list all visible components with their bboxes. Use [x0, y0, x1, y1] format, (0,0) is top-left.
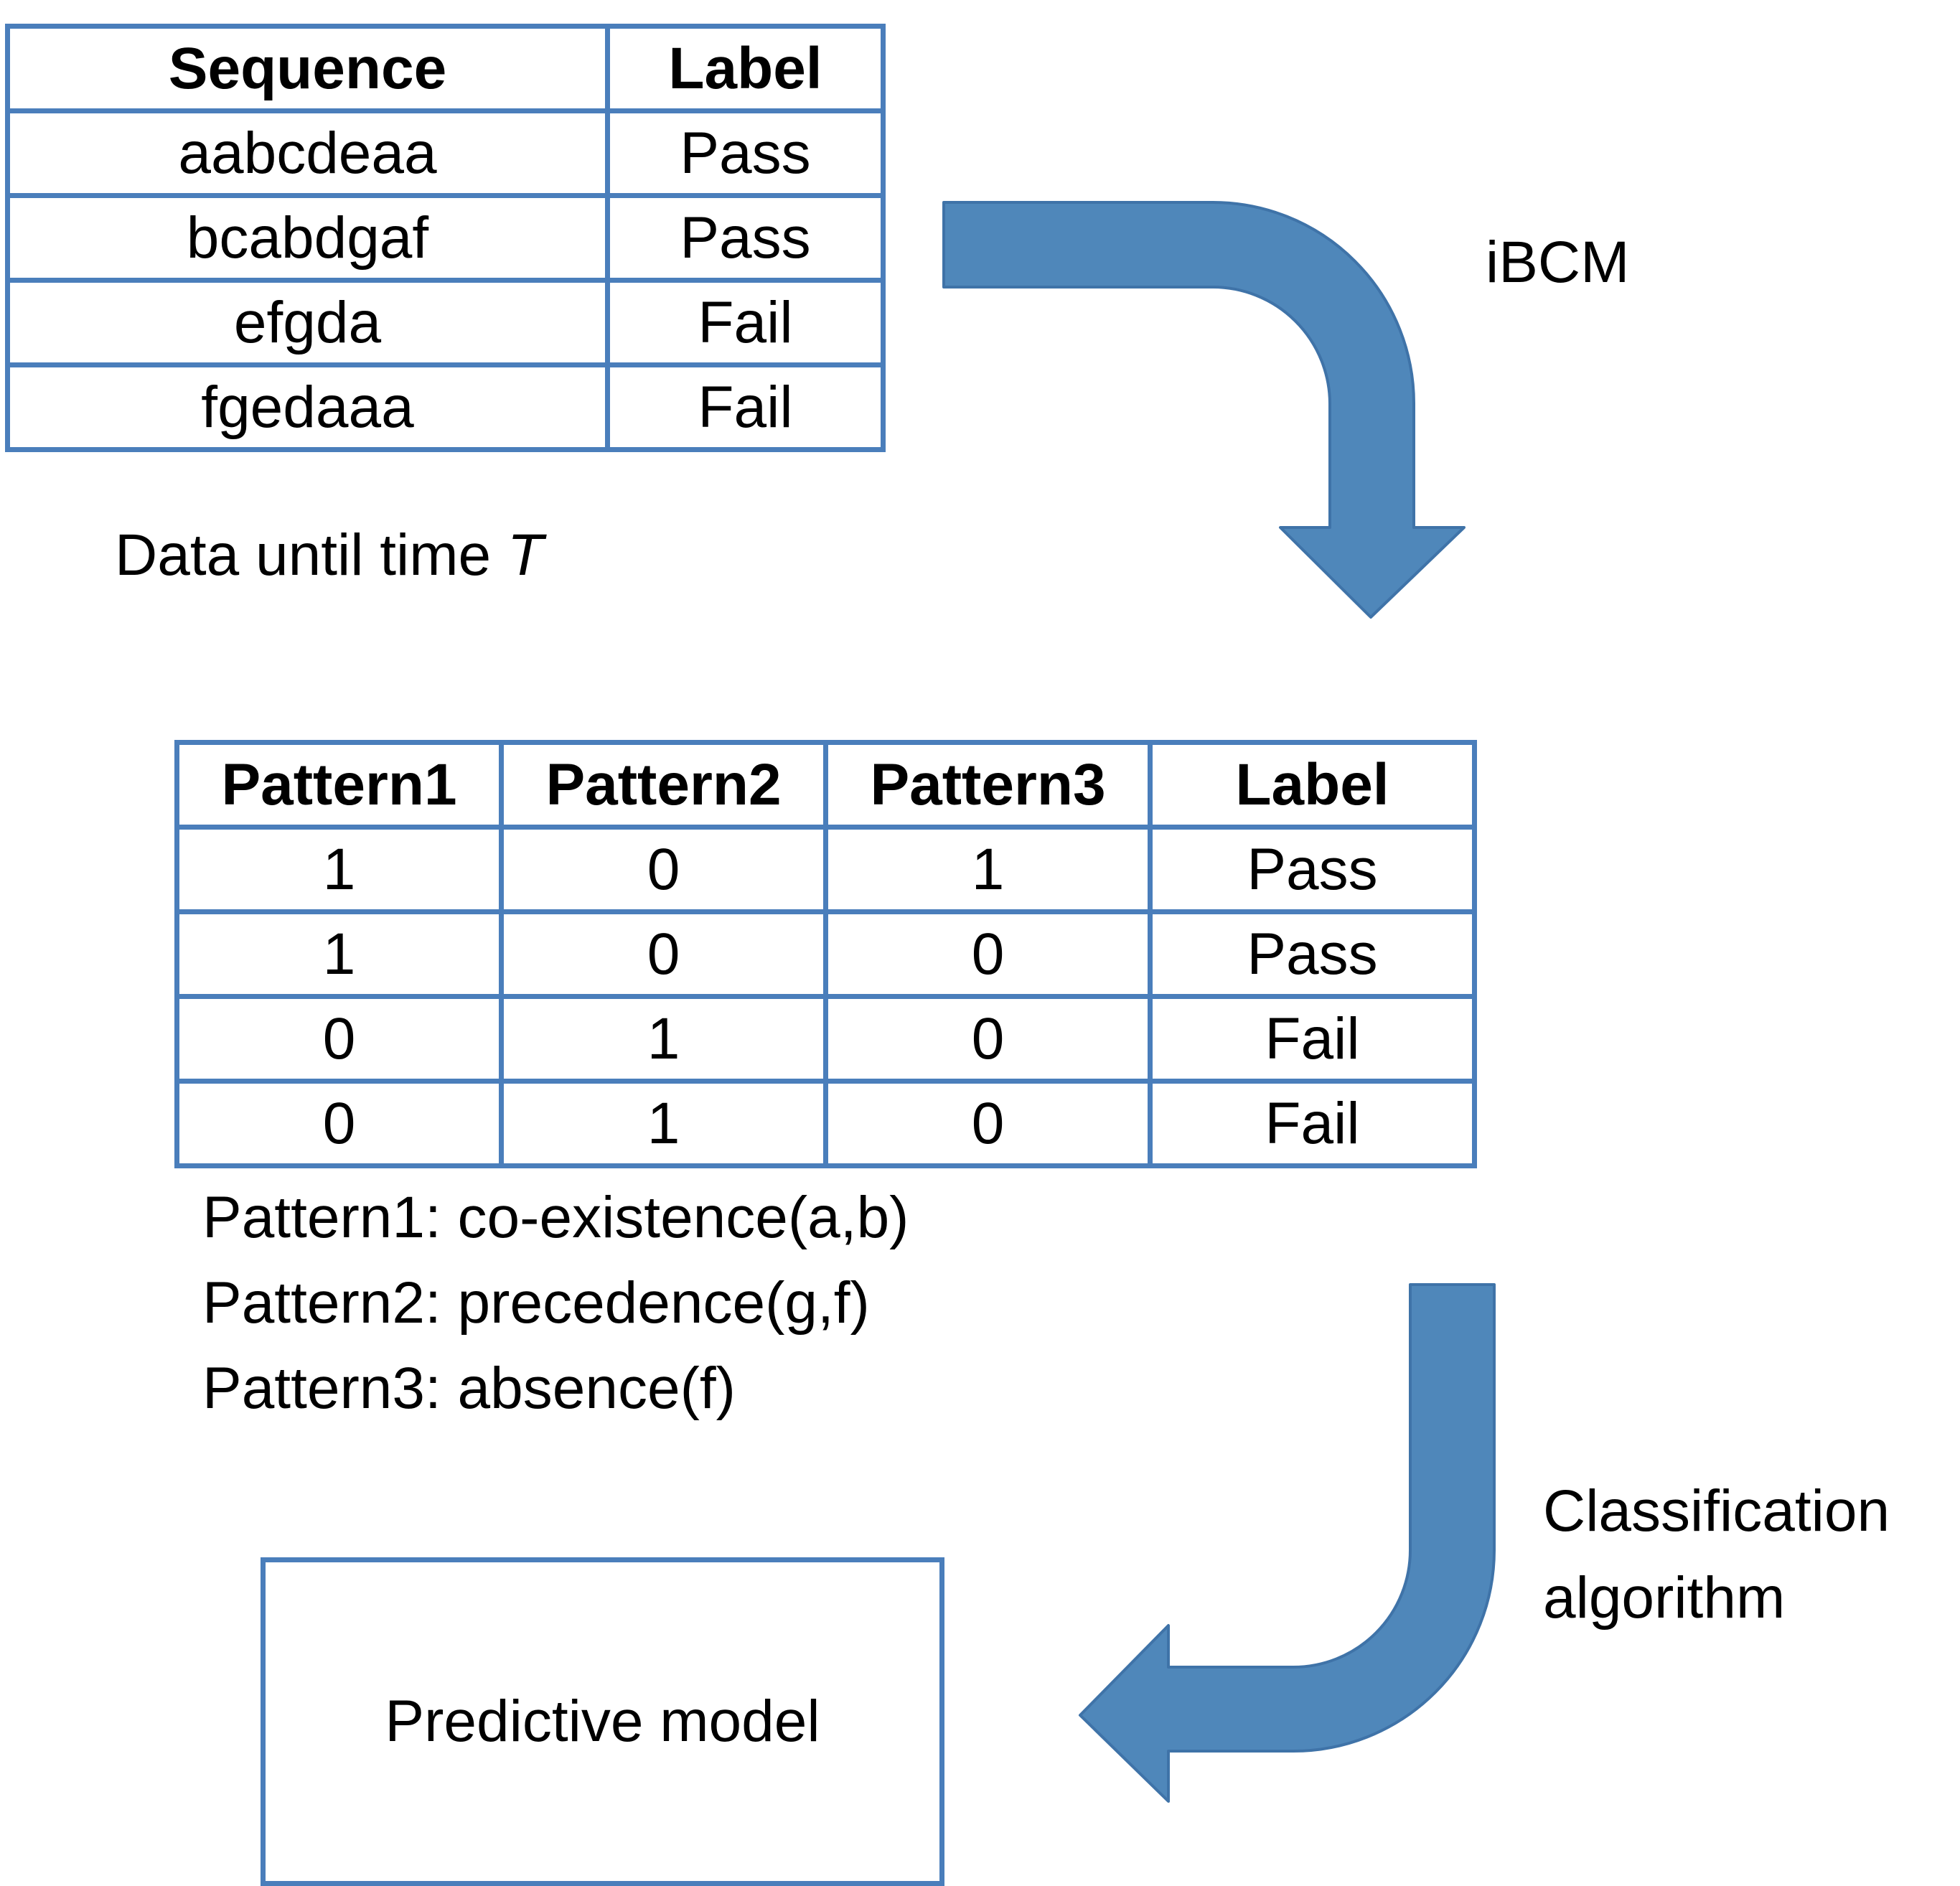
classification-label-line2: algorithm — [1543, 1565, 1786, 1631]
pattern-cell: 1 — [499, 1079, 828, 1168]
sequence-cell: fgedaaa — [5, 362, 610, 452]
pattern3-header: Pattern3 — [823, 740, 1153, 830]
table-row: 1 0 0 Pass — [174, 909, 1477, 999]
sequence-cell: efgda — [5, 278, 610, 367]
time-variable: T — [507, 522, 543, 588]
sequence-cell: aabcdeaa — [5, 108, 610, 198]
data-caption: Data until time T — [115, 526, 543, 585]
ibcm-arrow — [942, 201, 1466, 619]
label-cell: Pass — [1148, 825, 1477, 914]
classification-label: Classification algorithm — [1543, 1468, 1890, 1641]
ibcm-label: iBCM — [1486, 230, 1630, 295]
pattern-cell: 1 — [174, 825, 504, 914]
pattern2-header: Pattern2 — [499, 740, 828, 830]
table-header-row: Pattern1 Pattern2 Pattern3 Label — [174, 740, 1477, 830]
pattern-cell: 0 — [823, 994, 1153, 1084]
label-cell: Fail — [1148, 994, 1477, 1084]
pattern3-definition: Pattern3: absence(f) — [202, 1356, 736, 1421]
label-header: Label — [605, 24, 886, 113]
pattern1-header: Pattern1 — [174, 740, 504, 830]
label-cell: Fail — [605, 278, 886, 367]
classification-arrow — [1079, 1283, 1496, 1803]
pattern-cell: 0 — [823, 1079, 1153, 1168]
pattern-cell: 0 — [174, 1079, 504, 1168]
pattern-cell: 1 — [823, 825, 1153, 914]
pattern-table: Pattern1 Pattern2 Pattern3 Label 1 0 1 P… — [174, 740, 1477, 1168]
table-row: 0 1 0 Fail — [174, 994, 1477, 1084]
pattern2-definition: Pattern2: precedence(g,f) — [202, 1270, 870, 1336]
pattern-cell: 0 — [499, 909, 828, 999]
pattern-legend: Pattern1: co-existence(a,b) Pattern2: pr… — [202, 1188, 909, 1445]
pattern-cell: 1 — [499, 994, 828, 1084]
label-cell: Fail — [1148, 1079, 1477, 1168]
pattern-cell: 1 — [174, 909, 504, 999]
table-row: fgedaaa Fail — [5, 362, 886, 452]
pattern1-definition: Pattern1: co-existence(a,b) — [202, 1185, 909, 1250]
pattern-cell: 0 — [174, 994, 504, 1084]
label-cell: Pass — [1148, 909, 1477, 999]
label-cell: Fail — [605, 362, 886, 452]
predictive-model-box: Predictive model — [261, 1557, 944, 1886]
predictive-model-label: Predictive model — [385, 1689, 820, 1754]
table-row: efgda Fail — [5, 278, 886, 367]
pattern-cell: 0 — [823, 909, 1153, 999]
table-row: 0 1 0 Fail — [174, 1079, 1477, 1168]
label-header: Label — [1148, 740, 1477, 830]
classification-label-line1: Classification — [1543, 1478, 1890, 1544]
label-cell: Pass — [605, 108, 886, 198]
pattern-cell: 0 — [499, 825, 828, 914]
sequence-table: Sequence Label aabcdeaa Pass bcabdgaf Pa… — [5, 24, 886, 452]
data-caption-prefix: Data until time — [115, 522, 507, 588]
sequence-cell: bcabdgaf — [5, 193, 610, 283]
table-header-row: Sequence Label — [5, 24, 886, 113]
label-cell: Pass — [605, 193, 886, 283]
table-row: aabcdeaa Pass — [5, 108, 886, 198]
sequence-header: Sequence — [5, 24, 610, 113]
table-row: bcabdgaf Pass — [5, 193, 886, 283]
table-row: 1 0 1 Pass — [174, 825, 1477, 914]
